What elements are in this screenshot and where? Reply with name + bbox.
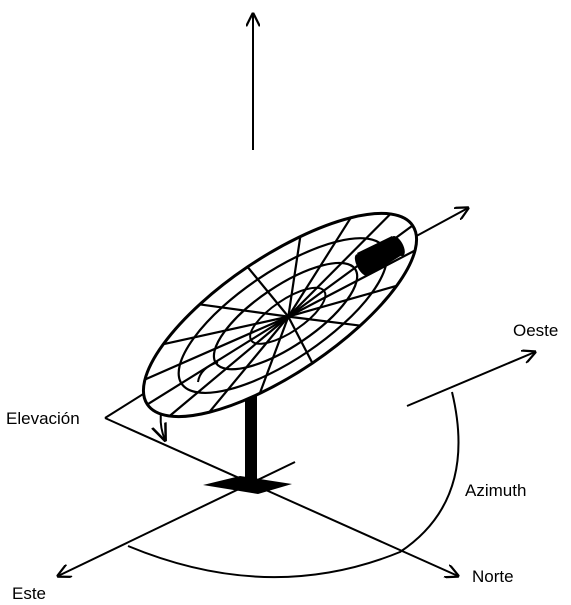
satellite-dish: [115, 177, 445, 452]
dish-mount-pole: [245, 395, 257, 485]
label-oeste: Oeste: [513, 321, 558, 340]
label-norte: Norte: [472, 567, 514, 586]
dish-mount-base: [203, 476, 292, 494]
oeste-direction-arrow: [407, 352, 535, 406]
norte-axis-arrow: [105, 418, 458, 576]
azimuth-arc: [128, 392, 459, 577]
label-azimuth: Azimuth: [465, 481, 526, 500]
label-elevacion: Elevación: [6, 409, 80, 428]
label-este: Este: [12, 584, 46, 603]
